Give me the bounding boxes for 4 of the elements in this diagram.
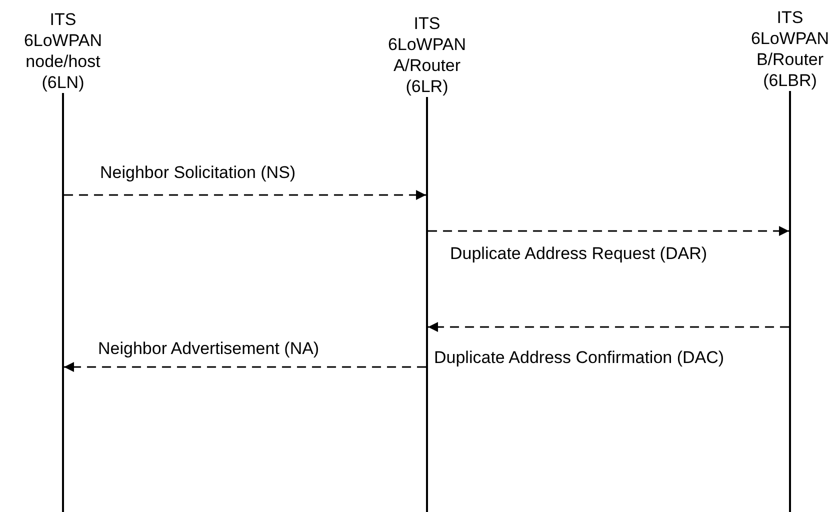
message-arrow	[64, 190, 426, 200]
message-arrow	[428, 322, 789, 332]
message-arrow	[428, 226, 789, 236]
message-arrow	[64, 362, 426, 372]
